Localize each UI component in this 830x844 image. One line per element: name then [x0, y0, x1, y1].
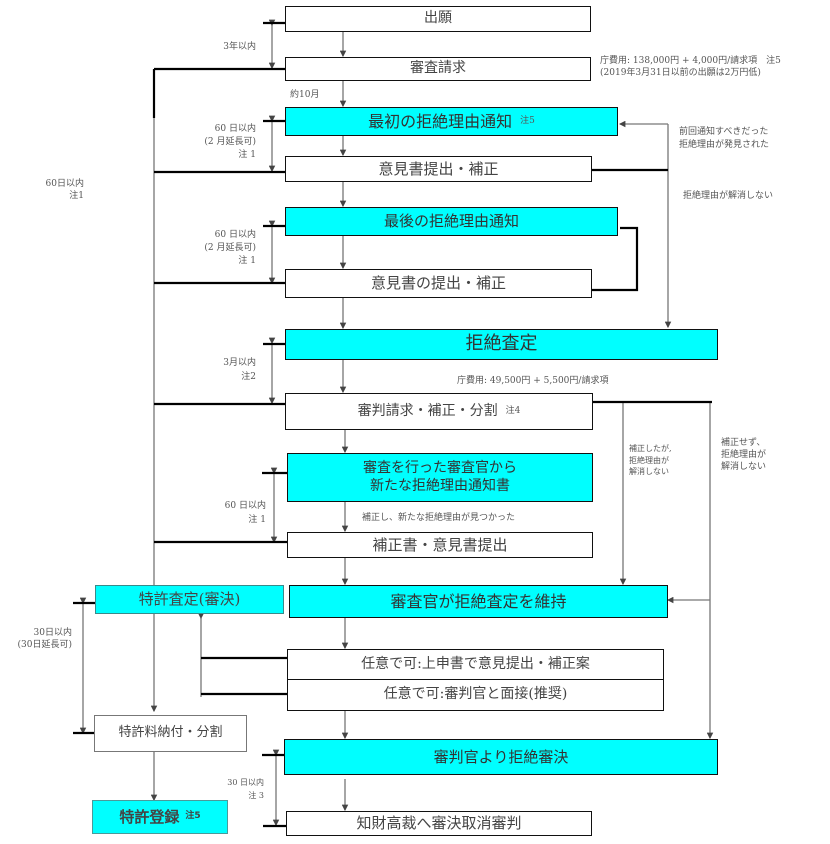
box-appeal-rejection: 審判官より拒絶審決 [284, 739, 718, 775]
label-60d-outer-line1: 60日以内 [45, 179, 84, 189]
box-fee-payment-label: 特許料納付・分割 [118, 725, 223, 741]
box-new-office-action: 審査を行った審査官から 新たな拒絶理由通知書 [287, 453, 593, 502]
box-fee-payment: 特許料納付・分割 [94, 715, 247, 752]
label-about-10m: 約10月 [290, 90, 320, 100]
box-response-2-label: 意見書の提出・補正 [370, 274, 506, 293]
label-fee-appeal: 庁費用: 49,500円 + 5,500円/請求項 [457, 376, 609, 386]
label-not-amended-line3: 解消しない [721, 462, 767, 473]
box-maintain-label: 審査官が拒絶査定を維持 [390, 591, 567, 611]
label-3m-line1: 3月以内 [223, 358, 256, 368]
label-30d-ext-line1: 30日以内 [33, 628, 72, 638]
label-60d-a-line1: 60 日以内 [214, 124, 256, 134]
box-application: 出願 [285, 6, 591, 32]
label-60d-b-line3: 注 1 [238, 256, 256, 267]
box-new-oa-line2: 新たな拒絶理由通知書 [370, 477, 510, 494]
box-response-1-label: 意見書提出・補正 [378, 159, 499, 178]
box-registration-label: 特許登録 [119, 807, 180, 826]
box-exam-request: 審査請求 [285, 57, 591, 81]
label-prev-reason-found: 前回通知すべきだった 拒絶理由が発見された [679, 126, 769, 151]
label-prev-reason-line2: 拒絶理由が発見された [679, 139, 770, 150]
box-grant-label: 特許査定(審決) [138, 590, 241, 609]
box-application-label: 出願 [424, 10, 452, 27]
box-final-office-action: 最後の拒絶理由通知 [285, 207, 618, 236]
box-appeal-label: 審判請求・補正・分割 [357, 402, 498, 419]
label-30d-ext-line2: (30日延長可) [17, 640, 72, 651]
label-within-3y: 3年以内 [223, 42, 256, 52]
label-within-60d-a: 60 日以内 (2 月延長可) 注 1 [180, 123, 256, 162]
label-within-60d-b: 60 日以内 (2 月延長可) 注 1 [180, 229, 256, 268]
label-amended-line3: 解消しない [629, 467, 669, 477]
box-rejection-decision: 拒絶査定 [285, 329, 718, 360]
box-optional-1: 任意で可:上申書で意見提出・補正案 [287, 649, 664, 680]
label-60d-b-line1: 60 日以内 [214, 230, 256, 240]
label-within-30d-c: 30 日以内 注 3 [196, 777, 264, 803]
label-60d-c-line1: 60 日以内 [224, 501, 266, 511]
label-amended-not-resolved: 補正したが, 拒絶理由が 解消しない [629, 443, 672, 478]
box-ip-high-court: 知財高裁へ審決取消審判 [286, 811, 592, 836]
box-appeal-note: 注4 [505, 405, 521, 416]
box-registration: 特許登録 注5 [92, 800, 228, 834]
box-final-oa-label: 最後の拒絶理由通知 [383, 212, 519, 231]
box-amend-submit-label: 補正書・意見書提出 [372, 535, 508, 554]
label-within-60d-c: 60 日以内 注 1 [186, 500, 266, 527]
label-new-reason-found: 補正し、新たな拒絶理由が見つかった [362, 513, 516, 523]
label-within-30d-ext: 30日以内 (30日延長可) [0, 627, 72, 651]
label-30d-c-line2: 注 3 [248, 790, 264, 800]
label-60d-b-line2: (2 月延長可) [204, 243, 256, 254]
box-first-office-action: 最初の拒絶理由通知 注5 [285, 107, 618, 136]
label-amended-line1: 補正したが, [629, 444, 672, 453]
label-60d-a-line2: (2 月延長可) [204, 137, 256, 148]
box-appeal-reject-label: 審判官より拒絶審決 [433, 747, 569, 766]
box-optional-2-label: 任意で可:審判官と面接(推奨) [383, 686, 568, 703]
box-grant: 特許査定(審決) [95, 585, 284, 614]
box-response-2: 意見書の提出・補正 [285, 269, 592, 298]
label-not-amended-not-resolved: 補正せず、 拒絶理由が 解消しない [721, 437, 766, 473]
label-3m-line2: 注2 [241, 371, 256, 382]
label-amended-line2: 拒絶理由が [629, 455, 669, 465]
box-response-1: 意見書提出・補正 [285, 156, 592, 182]
label-fee-exam-line1: 庁費用: 138,000円 + 4,000円/請求項 注5 [600, 56, 781, 66]
label-not-amended-line1: 補正せず、 [721, 438, 766, 448]
box-optional-1-label: 任意で可:上申書で意見提出・補正案 [361, 655, 590, 672]
label-60d-a-line3: 注 1 [238, 150, 256, 161]
label-within-3m: 3月以内 注2 [196, 357, 256, 384]
box-first-oa-label: 最初の拒絶理由通知 [368, 111, 513, 131]
label-within-60d-outer: 60日以内 注1 [20, 178, 84, 202]
box-first-oa-note: 注5 [520, 115, 535, 126]
label-60d-c-line2: 注 1 [248, 514, 266, 525]
label-prev-reason-line1: 前回通知すべきだった [679, 127, 769, 137]
thick-response2-loop [592, 226, 639, 292]
label-60d-outer-line2: 注1 [69, 191, 84, 202]
box-registration-note: 注5 [185, 811, 201, 822]
box-examiner-maintains: 審査官が拒絶査定を維持 [289, 585, 668, 618]
box-amend-submit: 補正書・意見書提出 [287, 532, 593, 558]
box-ip-court-label: 知財高裁へ審決取消審判 [356, 814, 522, 833]
label-fee-exam: 庁費用: 138,000円 + 4,000円/請求項 注5 (2019年3月31… [600, 56, 781, 79]
box-exam-request-label: 審査請求 [410, 60, 466, 77]
label-reason-not-resolved: 拒絶理由が解消しない [683, 191, 774, 201]
label-not-amended-line2: 拒絶理由が [721, 450, 767, 461]
label-fee-exam-line2: (2019年3月31日以前の出願は2万円低) [600, 67, 761, 78]
box-rejection-label: 拒絶査定 [465, 333, 538, 355]
box-optional-2: 任意で可:審判官と面接(推奨) [287, 679, 664, 711]
label-30d-c-line1: 30 日以内 [227, 778, 264, 787]
box-new-oa-line1: 審査を行った審査官から [363, 460, 517, 476]
box-appeal: 審判請求・補正・分割 注4 [285, 393, 593, 430]
